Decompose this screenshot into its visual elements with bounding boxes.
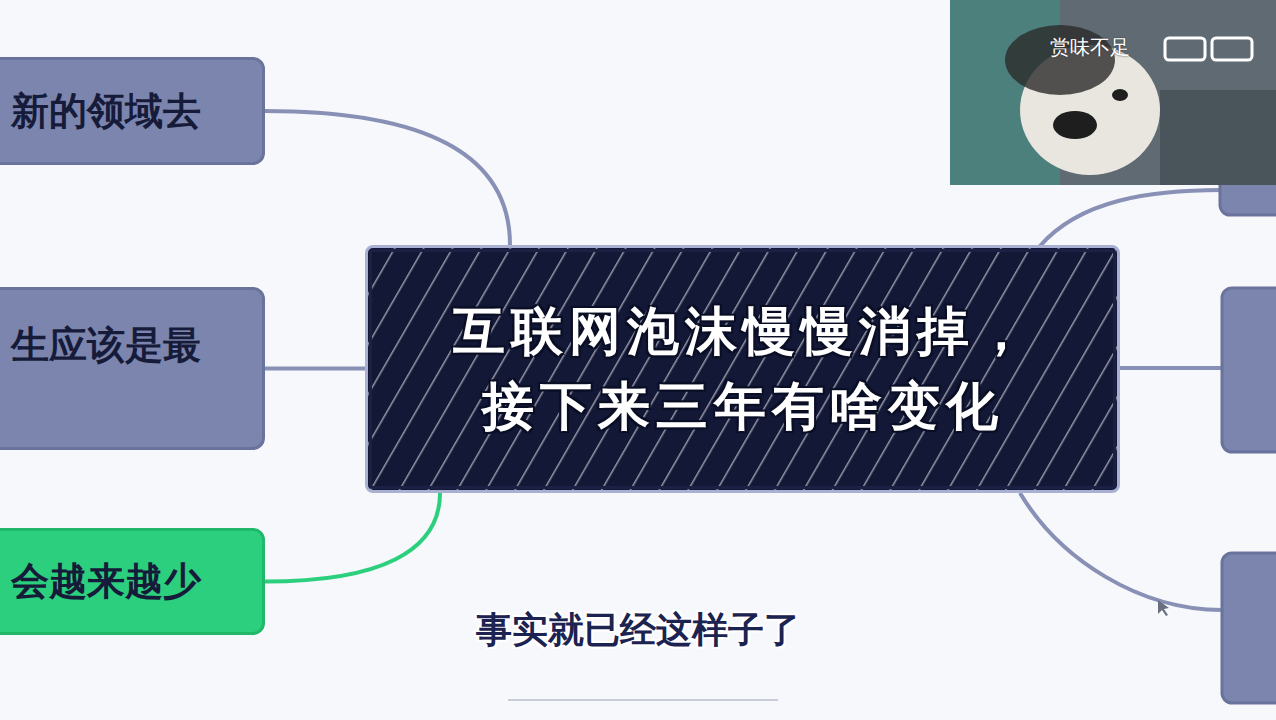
branch-text: 新的领域去 bbox=[11, 86, 201, 137]
topic-text: 互联网泡沫慢慢消掉， 接下来三年有啥变化 bbox=[438, 294, 1048, 445]
branch-text: 会越来越少 bbox=[11, 556, 201, 607]
subtitle: 事实就已经这样子了 bbox=[0, 606, 1276, 655]
mouse-cursor bbox=[1158, 600, 1169, 616]
partial-box bbox=[1222, 553, 1276, 703]
video-overlay bbox=[950, 0, 1276, 185]
branch-box-highlight: 会越来越少 bbox=[0, 528, 265, 635]
branch-box: 生应该是最 bbox=[0, 287, 265, 450]
branch-connector bbox=[265, 367, 365, 371]
branch-connector bbox=[265, 111, 510, 245]
branch-line bbox=[1020, 493, 1222, 610]
branch-line bbox=[1040, 190, 1222, 246]
watermark: 赏味不足 bbox=[1050, 34, 1130, 61]
branch-line bbox=[1120, 366, 1222, 370]
branch-box: 新的领域去 bbox=[0, 57, 265, 165]
progress-line bbox=[508, 699, 778, 701]
branch-text: 生应该是最 bbox=[11, 320, 201, 371]
partial-box bbox=[1222, 288, 1276, 452]
central-topic: 互联网泡沫慢慢消掉， 接下来三年有啥变化 bbox=[365, 245, 1120, 493]
branch-connector bbox=[265, 493, 440, 582]
